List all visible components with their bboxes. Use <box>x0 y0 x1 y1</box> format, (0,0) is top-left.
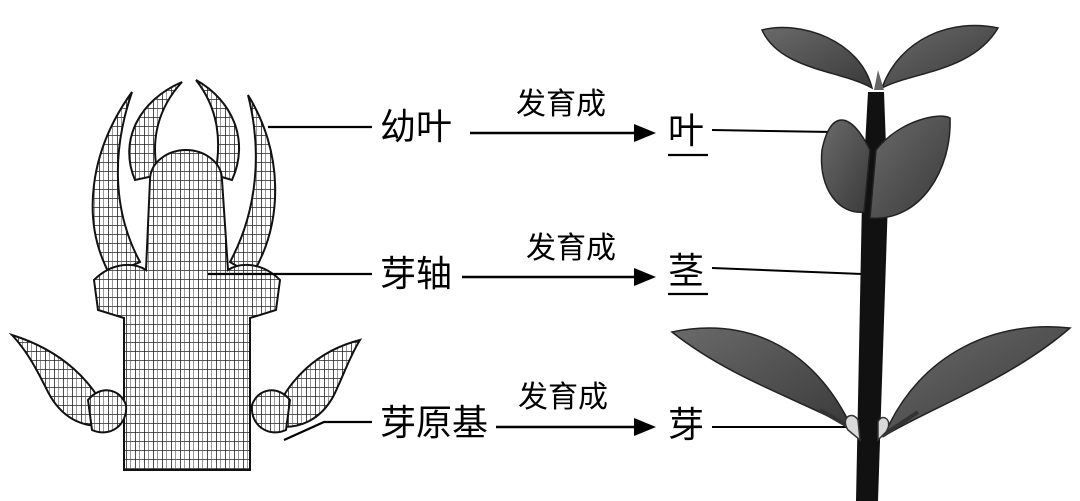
top-bud <box>874 70 884 90</box>
arrow-text-1: 发育成 <box>516 87 606 122</box>
petiole-right <box>880 410 920 438</box>
leader-leaf <box>711 129 833 133</box>
result-underlines <box>668 153 708 296</box>
label-leaf: 叶 <box>668 111 705 152</box>
lower-plant-leaf-right <box>882 326 1072 438</box>
label-stem: 茎 <box>668 251 705 292</box>
lower-leaf-left <box>8 332 114 427</box>
axillary-bud-left <box>844 414 861 442</box>
axillary-bud-right <box>877 416 890 442</box>
label-bud-axis: 芽轴 <box>380 254 453 295</box>
lower-leaf-right <box>268 338 363 428</box>
arrow-head-2 <box>634 268 656 286</box>
top-leaf-right <box>880 24 1000 90</box>
arrow-head-1 <box>634 124 656 142</box>
label-young-leaf: 幼叶 <box>380 107 453 148</box>
leader-lines <box>208 125 372 442</box>
arrow-text-3: 发育成 <box>518 380 608 415</box>
arrow-text-2: 发育成 <box>526 231 616 266</box>
label-bud-primordium: 芽原基 <box>380 403 489 444</box>
inner-young-leaf-left <box>128 81 183 182</box>
top-leaf-left <box>760 26 874 90</box>
inner-young-leaf-right <box>195 79 241 182</box>
label-bud: 芽 <box>668 405 705 446</box>
plant-leader-lines <box>711 129 863 428</box>
arrow-head-3 <box>634 418 656 436</box>
plant-illustration <box>670 24 1072 501</box>
bud-axis-body <box>92 148 282 471</box>
outer-young-leaf-left <box>91 91 142 277</box>
outer-young-leaf-right <box>228 94 277 277</box>
bud-primordium-right <box>250 389 292 434</box>
upper-leaf-right <box>869 115 951 219</box>
bud-primordium-left <box>86 389 128 434</box>
arrows <box>462 124 656 436</box>
leader-stem <box>711 267 863 275</box>
lower-plant-leaf-left <box>670 327 854 430</box>
upper-leaf-left <box>820 119 871 213</box>
leader-bud-primordium <box>283 420 372 442</box>
bud-section-illustration <box>8 79 363 471</box>
